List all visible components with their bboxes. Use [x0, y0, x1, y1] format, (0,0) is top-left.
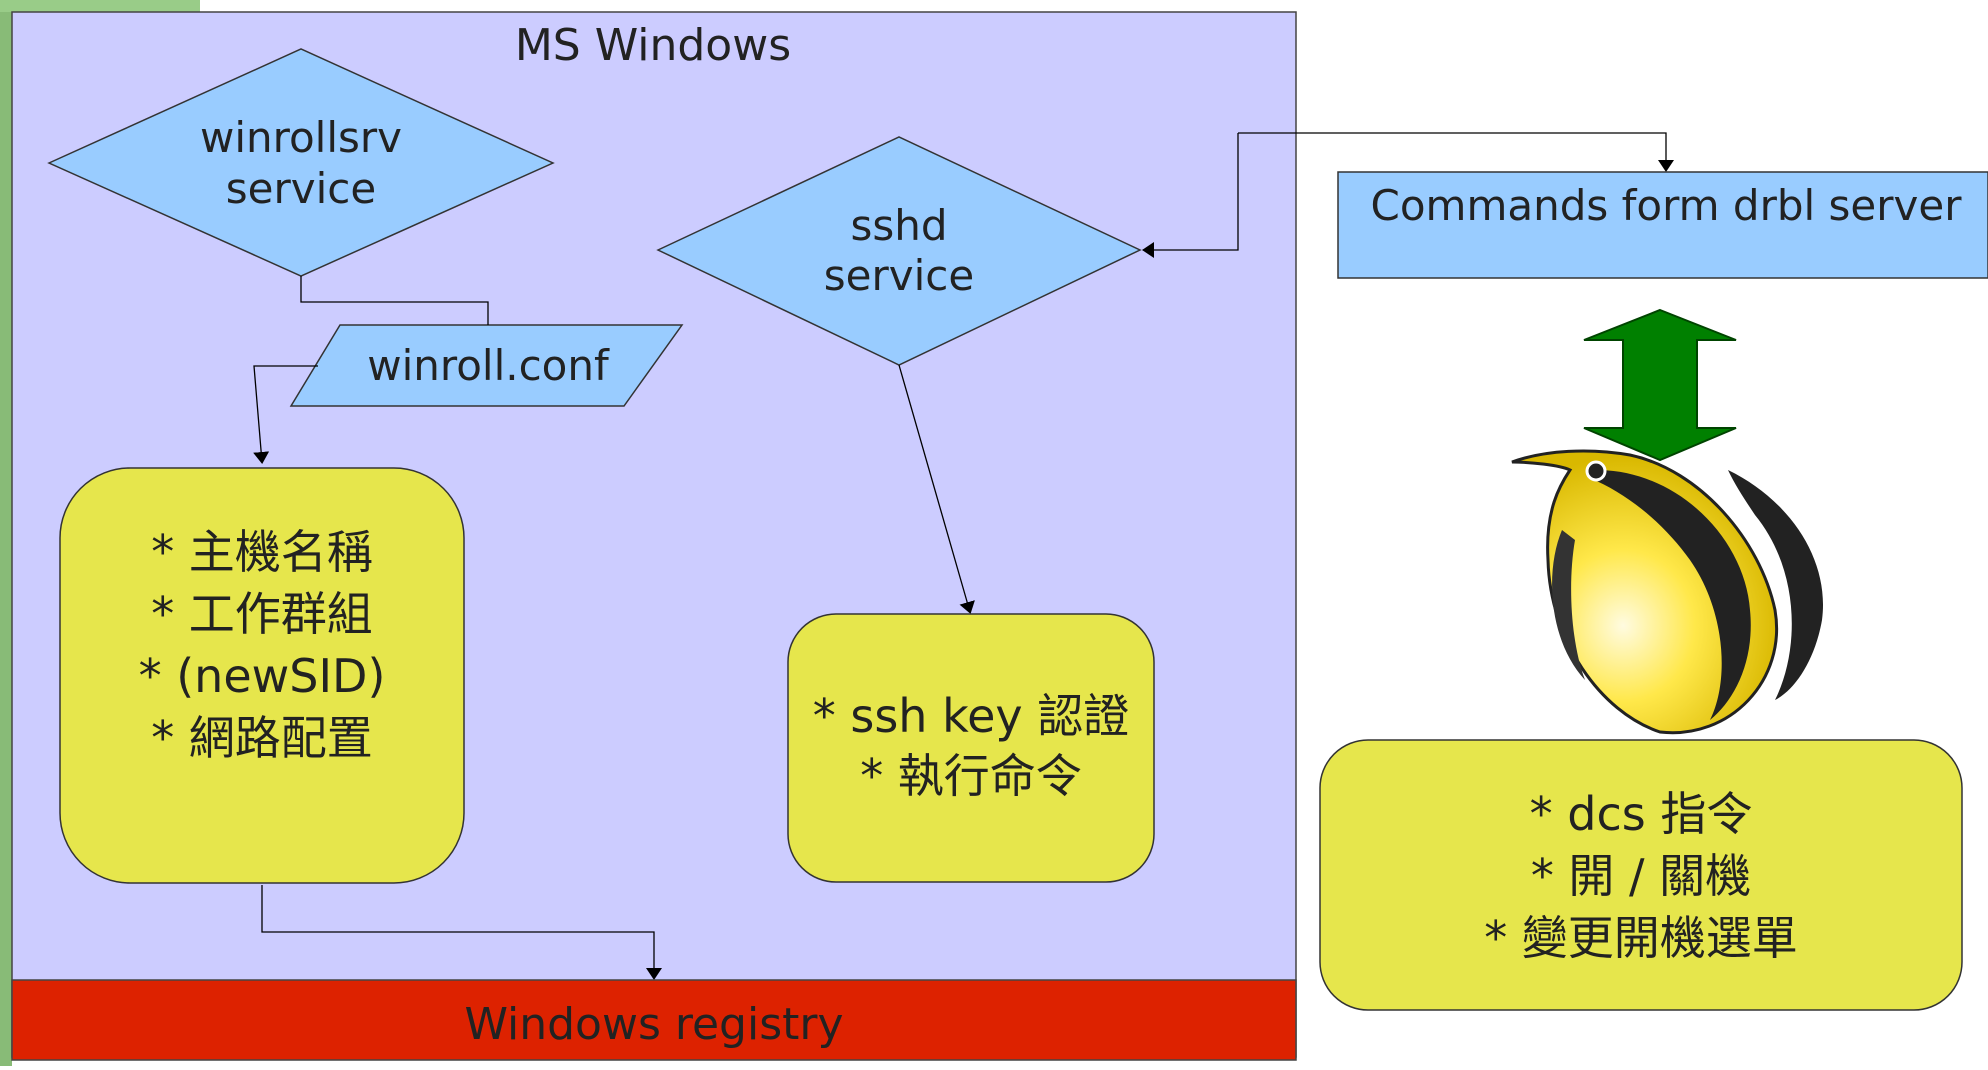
setting-newsid: * (newSID) [139, 649, 386, 703]
bird-eye-icon [1585, 460, 1607, 482]
sshd-service-diamond: sshd service [656, 136, 1142, 366]
winroll-settings-box: * 主機名稱 * 工作群組 * (newSID) * 網路配置 [59, 467, 465, 884]
winrollsrv-label: winrollsrv [200, 113, 402, 162]
ms-windows-title: MS Windows [515, 20, 791, 71]
winrollsrv-to-conf-connector [300, 276, 489, 325]
drbl-commands-box: Commands form drbl server [1337, 171, 1988, 279]
drbl-command-arrow [1238, 132, 1674, 172]
winrollsrv-service-label: service [226, 164, 376, 213]
winrollsrv-service-diamond: winrollsrv service [47, 48, 555, 277]
windows-registry-bar: Windows registry [11, 979, 1297, 1061]
winroll-conf-label: winroll.conf [367, 341, 610, 390]
setting-network: * 網路配置 [151, 711, 373, 765]
drbl-change-boot-menu: * 變更開機選單 [1484, 911, 1798, 965]
drbl-bird-logo-icon [1511, 449, 1824, 735]
ssh-execute-command: * 執行命令 [860, 749, 1082, 803]
windows-registry-label: Windows registry [464, 999, 843, 1050]
sshd-to-ssh-box-arrow [898, 364, 975, 614]
drbl-to-sshd-arrow [1142, 133, 1239, 258]
settings-to-registry-arrow [261, 885, 662, 980]
setting-workgroup: * 工作群組 [151, 587, 373, 641]
sshd-service-label: service [824, 251, 974, 300]
drbl-commands-label: Commands form drbl server [1371, 181, 1963, 230]
connectors [253, 132, 1674, 980]
drbl-dcs-command: * dcs 指令 [1530, 787, 1753, 841]
drbl-actions-box: * dcs 指令 * 開 / 關機 * 變更開機選單 [1319, 739, 1963, 1011]
sshd-label: sshd [850, 201, 947, 250]
bidirectional-arrow-icon [1583, 308, 1737, 462]
conf-to-settings-arrow [253, 365, 318, 464]
winroll-conf-file: winroll.conf [289, 324, 684, 407]
green-edge-strip [0, 0, 12, 1066]
ssh-key-auth: * ssh key 認證 [813, 689, 1129, 743]
setting-hostname: * 主機名稱 [151, 525, 373, 579]
left-edge-decoration [0, 0, 200, 1066]
green-corner-block [0, 0, 200, 12]
drbl-power-on-off: * 開 / 關機 [1531, 849, 1751, 903]
ssh-actions-box: * ssh key 認證 * 執行命令 [787, 613, 1155, 883]
